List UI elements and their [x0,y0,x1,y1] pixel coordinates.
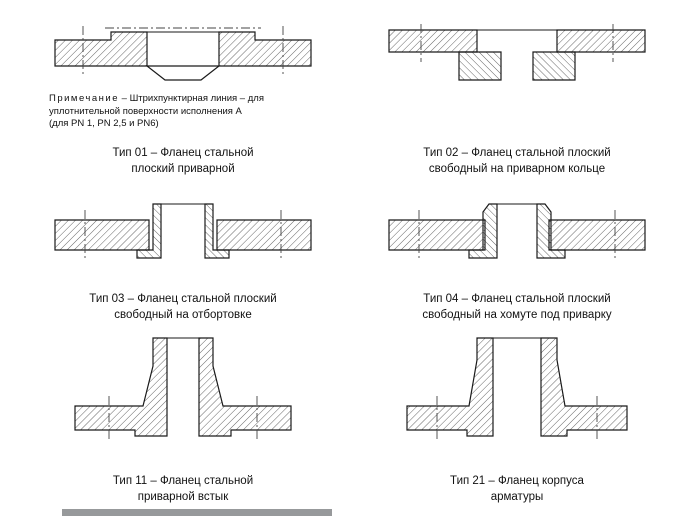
figure-type-04: Тип 04 – Фланец стальной плоский свободн… [357,186,677,332]
caption-type-21: Тип 21 – Фланец корпуса арматуры [450,474,584,504]
caption-type-02: Тип 02 – Фланец стальной плоский свободн… [423,146,611,176]
scan-artifact [62,509,332,516]
caption-type-04: Тип 04 – Фланец стальной плоский свободн… [422,292,612,322]
weld-ring-left [458,51,502,81]
figure-type-11: Тип 11 – Фланец стальной приварной встык [23,332,343,514]
figure-type-03: Тип 03 – Фланец стальной плоский свободн… [23,186,343,332]
note: Примечание – Штрихпунктирная линия – для… [49,93,264,131]
flange-type-01-drawing [54,26,312,81]
note-line-2: уплотнительной поверхности исполнения А [49,105,242,117]
flange-section-left [388,219,486,251]
flange-section-left [54,31,148,67]
note-label: Примечание [49,93,119,104]
note-line-3: (для PN 1, PN 2,5 и PN6) [49,118,159,130]
weld-neck-section-right [198,337,292,437]
body-flange-section-left [406,337,494,437]
flange-section-right [216,219,312,251]
caption-type-11: Тип 11 – Фланец стальной приварной встык [112,474,254,504]
flange-section-right [548,219,646,251]
flange-section-right [218,31,312,67]
caption-type-01: Тип 01 – Фланец стальной плоский приварн… [112,146,254,176]
flange-type-03-drawing [54,203,312,260]
caption-type-03: Тип 03 – Фланец стальной плоский свободн… [89,292,277,322]
flange-section-left [388,29,478,53]
figure-type-01: Примечание – Штрихпунктирная линия – для… [23,10,343,186]
figure-type-21: Тип 21 – Фланец корпуса арматуры [357,332,677,514]
flange-type-04-drawing [388,203,646,260]
body-flange-section-right [540,337,628,437]
figure-type-02: Тип 02 – Фланец стальной плоский свободн… [357,10,677,186]
weld-neck-section-left [74,337,168,437]
flange-type-11-drawing [74,337,292,442]
flange-type-21-drawing [406,337,628,442]
note-line-1: – Штрихпунктирная линия – для [121,93,264,104]
weld-ring-right [532,51,576,81]
flange-section-left [54,219,150,251]
weld-end [145,65,221,81]
flange-section-right [556,29,646,53]
flange-type-02-drawing [388,24,646,81]
